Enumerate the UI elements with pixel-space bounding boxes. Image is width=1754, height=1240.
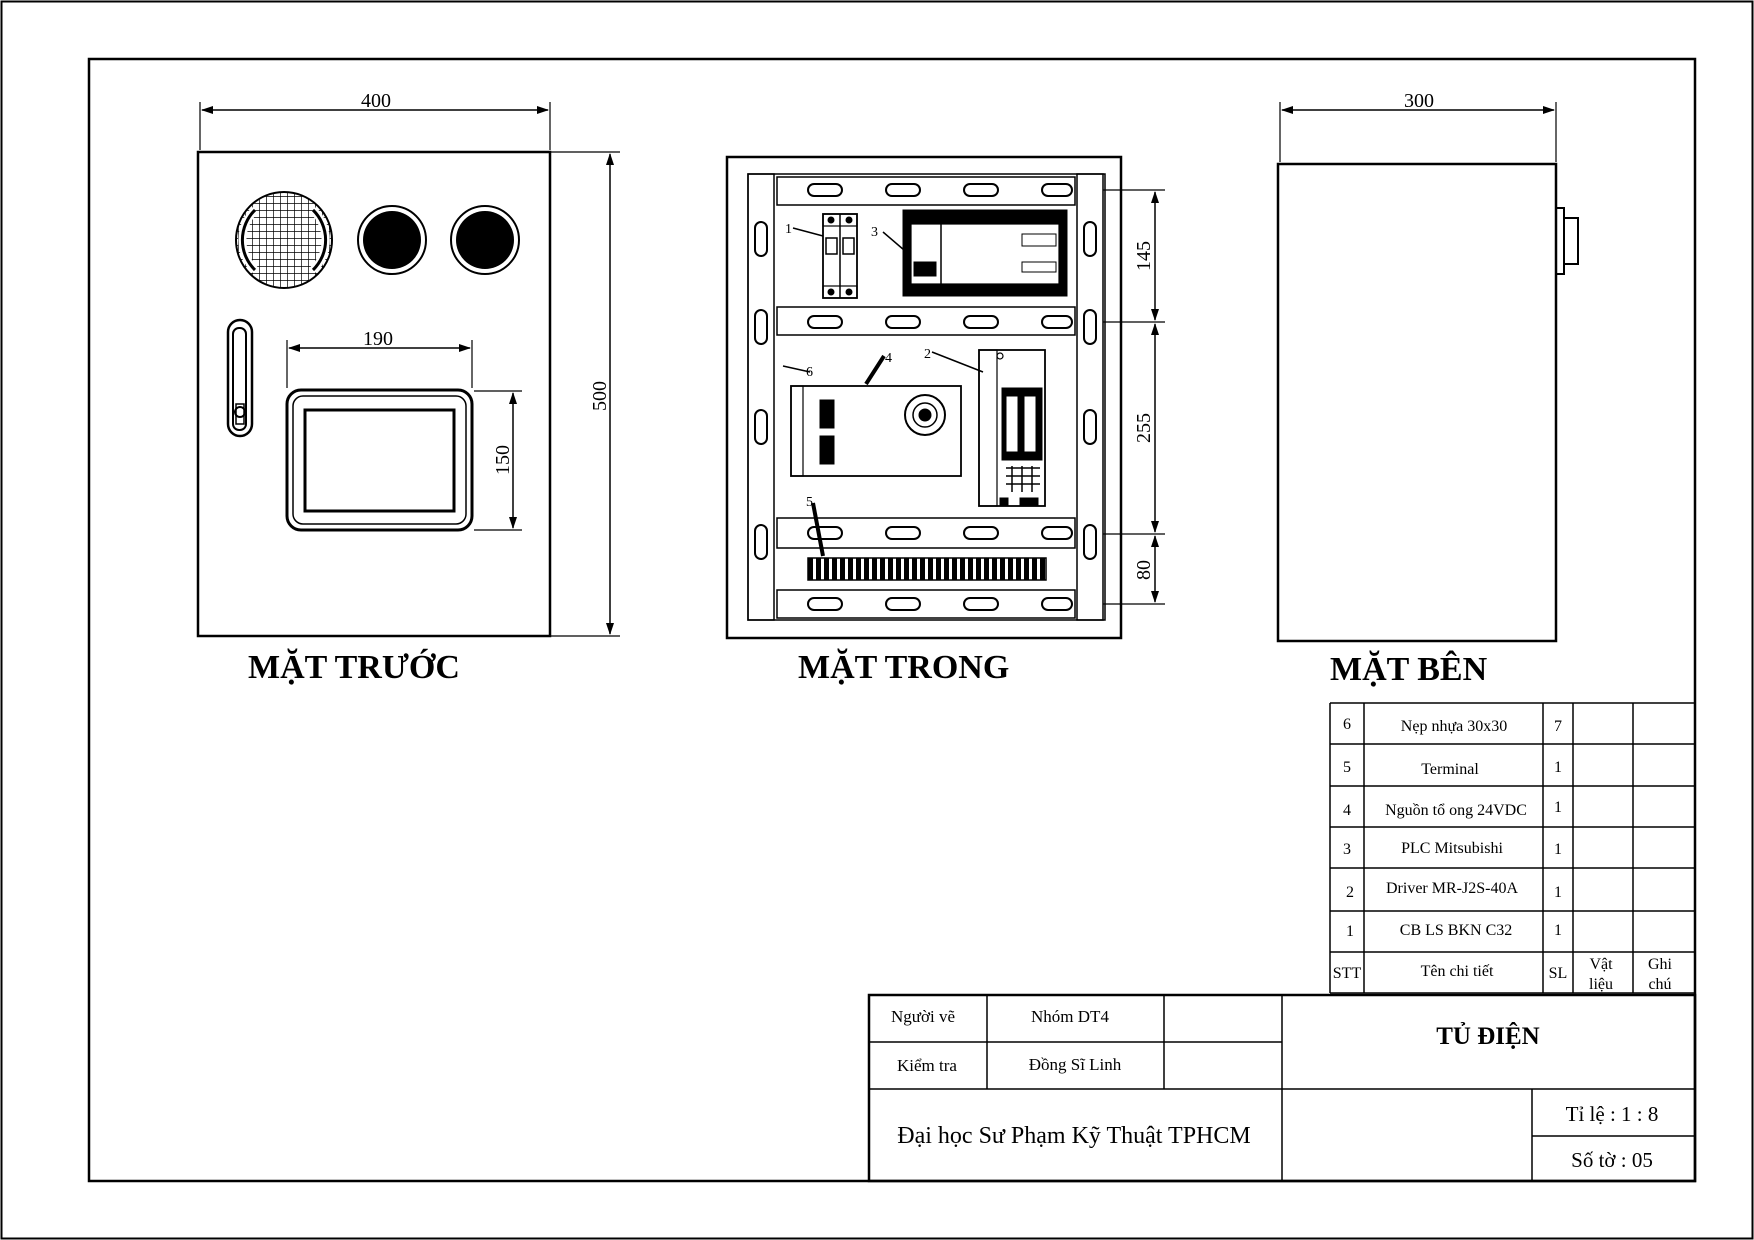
drawing-title: TỦ ĐIỆN: [1436, 1022, 1540, 1050]
header-stt: STT: [1333, 965, 1362, 982]
side-button-profile: [1555, 207, 1579, 275]
drawn-by-label: Người vẽ: [891, 1007, 955, 1026]
row-2-qty: 1: [1554, 884, 1562, 901]
row-4-stt: 4: [1343, 802, 1351, 819]
callout-6: 6: [806, 365, 813, 380]
row-1-stt: 1: [1346, 923, 1354, 940]
row-1-qty: 1: [1554, 922, 1562, 939]
title-block-text: Người vẽ Nhóm DT4 Kiểm tra Đồng Sĩ Linh …: [891, 1007, 1658, 1172]
duct-bottom: [776, 589, 1076, 619]
side-depth-label: 300: [1404, 90, 1434, 112]
plc-module: [902, 209, 1068, 297]
front-cabinet-outline: [196, 150, 552, 638]
row-5-stt: 5: [1343, 759, 1351, 776]
callout-5: 5: [806, 495, 813, 510]
checked-by-label: Kiểm tra: [897, 1056, 957, 1075]
duct-middle: [776, 306, 1076, 336]
front-view: 400 500 190 150 MẶT TRƯỚC: [196, 90, 620, 686]
row-5-name: Terminal: [1421, 761, 1479, 778]
row-3-qty: 1: [1554, 841, 1562, 858]
front-height-dimension: [550, 151, 620, 637]
sheet-label: Số tờ : 05: [1571, 1148, 1653, 1172]
side-cabinet-outline: [1276, 162, 1558, 643]
front-grille: [235, 191, 333, 289]
checked-by-value: Đồng Sĩ Linh: [1029, 1055, 1122, 1074]
right-duct: [1076, 173, 1104, 621]
scale-label: Tỉ lệ : 1 : 8: [1566, 1102, 1659, 1126]
hmi-screen: [285, 388, 474, 532]
pilot-button-2: [450, 205, 520, 275]
row-3-stt: 3: [1343, 841, 1351, 858]
pilot-button-1: [357, 205, 427, 275]
header-note-1: Ghi: [1648, 956, 1673, 973]
callout-2: 2: [924, 347, 931, 362]
row-2-stt: 2: [1346, 884, 1354, 901]
screen-width-label: 190: [363, 328, 393, 350]
title-block: [867, 993, 1697, 1183]
inner-bottom-label: 80: [1133, 560, 1155, 580]
duct-lower: [776, 517, 1076, 549]
header-qty: SL: [1549, 965, 1568, 982]
row-3-name: PLC Mitsubishi: [1401, 840, 1503, 857]
side-view: 300 MẶT BÊN: [1276, 90, 1579, 688]
row-6-name: Nẹp nhựa 30x30: [1401, 718, 1507, 735]
side-depth-dimension: [1279, 102, 1557, 162]
row-4-name: Nguồn tổ ong 24VDC: [1385, 802, 1527, 819]
servo-driver: [978, 349, 1046, 507]
circuit-breaker: [822, 213, 858, 299]
inner-top-label: 145: [1133, 241, 1155, 271]
parts-table-text: 6 Nẹp nhựa 30x30 7 5 Terminal 1 4 Nguồn …: [1333, 716, 1673, 993]
row-5-qty: 1: [1554, 759, 1562, 776]
row-6-stt: 6: [1343, 716, 1351, 733]
power-supply: [790, 385, 962, 477]
header-material-1: Vật: [1589, 956, 1613, 973]
inner-middle-label: 255: [1133, 413, 1155, 443]
callout-1: 1: [785, 222, 792, 237]
screen-height-label: 150: [492, 445, 514, 475]
row-2-name: Driver MR-J2S-40A: [1386, 880, 1518, 897]
header-name: Tên chi tiết: [1421, 963, 1494, 980]
front-height-label: 500: [589, 381, 611, 411]
row-1-name: CB LS BKN C32: [1400, 922, 1512, 939]
terminal-block: [807, 557, 1047, 581]
front-view-title: MẶT TRƯỚC: [248, 648, 460, 686]
left-duct: [747, 173, 775, 621]
parts-table: [1329, 702, 1695, 994]
row-6-qty: 7: [1554, 718, 1562, 735]
inner-dimensions: [1103, 189, 1165, 605]
inner-cabinet-outer: [725, 155, 1123, 640]
header-note-2: chú: [1648, 976, 1671, 993]
door-handle: [226, 318, 254, 438]
callout-4: 4: [885, 351, 892, 366]
front-width-label: 400: [361, 90, 391, 112]
header-material-2: liệu: [1589, 976, 1613, 993]
inner-view-title: MẶT TRONG: [798, 648, 1009, 686]
callout-leaders: [782, 227, 984, 557]
row-4-qty: 1: [1554, 799, 1562, 816]
duct-top: [776, 176, 1076, 206]
front-width-dimension: [199, 102, 551, 150]
inner-view: 1 2 3 4 5 6 145 255 80 MẶT TRONG: [725, 155, 1165, 686]
side-view-title: MẶT BÊN: [1330, 650, 1488, 688]
callout-3: 3: [871, 225, 878, 240]
drawn-by-value: Nhóm DT4: [1031, 1007, 1109, 1026]
school-name: Đại học Sư Phạm Kỹ Thuật TPHCM: [897, 1123, 1250, 1149]
screen-width-dimension: [286, 340, 473, 388]
screen-height-dimension: [474, 390, 522, 531]
duct-slots: [754, 183, 1097, 611]
